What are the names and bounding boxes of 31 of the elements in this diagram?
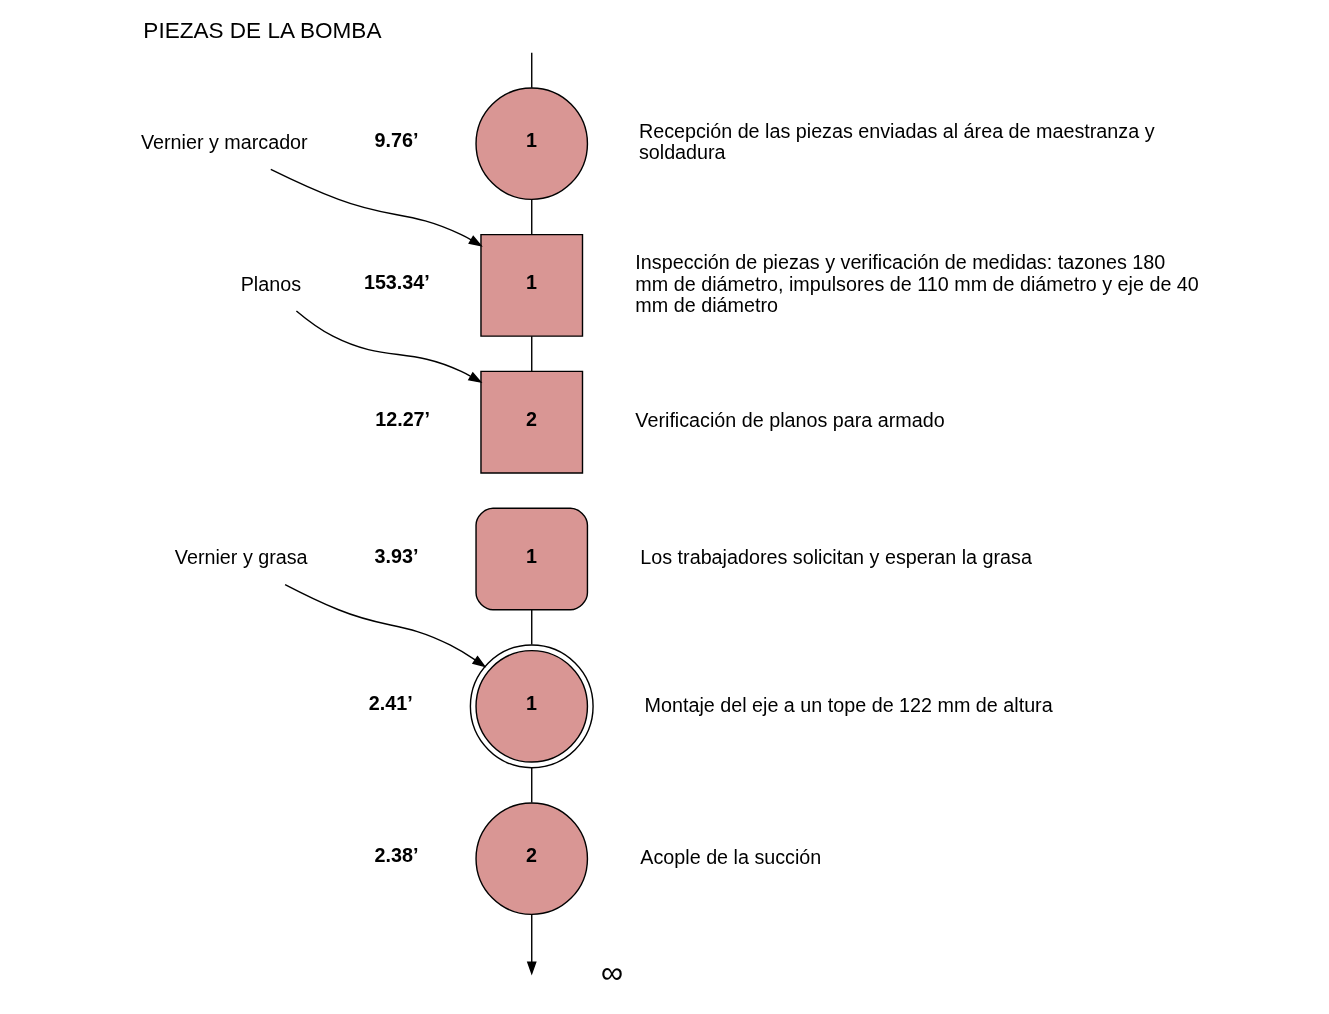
node-label: Inspección de piezas y verificación de medidas: tazones 180 mm de diámetro, impulsores de 110 mm de diámetro y eje de 40 mm de diámetro bbox=[634, 250, 1199, 316]
connector bbox=[530, 335, 532, 372]
diagram-title: PIEZAS DE LA BOMBA bbox=[142, 17, 381, 43]
node-text: Planos bbox=[240, 272, 301, 295]
node-label: 9.76’ bbox=[374, 128, 418, 151]
node-label: Los trabajadores solicitan y esperan la grasa bbox=[639, 545, 1032, 568]
node-box: 2 bbox=[479, 370, 583, 474]
arrow bbox=[269, 168, 483, 247]
node-label: 2.41’ bbox=[368, 691, 413, 714]
arrow bbox=[295, 309, 482, 383]
node-text: Vernier y marcador bbox=[140, 130, 308, 153]
arrow bbox=[526, 913, 537, 976]
node-label: Acople de la succión bbox=[639, 845, 821, 868]
connector bbox=[530, 608, 532, 645]
node-label: 12.27’ bbox=[374, 407, 430, 430]
connector bbox=[530, 51, 532, 88]
node-circle: 1 bbox=[474, 86, 588, 200]
node-box: 1 bbox=[474, 507, 588, 610]
node-text: Vernier y grasa bbox=[174, 545, 308, 568]
node-label: Recepción de las piezas enviadas al área de maestranza y soldadura bbox=[638, 119, 1155, 163]
arrow bbox=[283, 583, 486, 668]
label: ∞ bbox=[600, 954, 623, 990]
connector bbox=[530, 766, 532, 803]
node-label: 153.34’ bbox=[363, 270, 430, 293]
connector bbox=[530, 198, 532, 235]
node-label: Verificación de planos para armado bbox=[634, 408, 945, 431]
node-circle: 2 bbox=[474, 801, 588, 915]
node-label: 3.93’ bbox=[374, 544, 418, 567]
node-label: 2.38’ bbox=[374, 843, 418, 866]
node-label: Montaje del eje a un tope de 122 mm de altura bbox=[644, 693, 1053, 716]
node-box: 1 bbox=[479, 233, 583, 337]
